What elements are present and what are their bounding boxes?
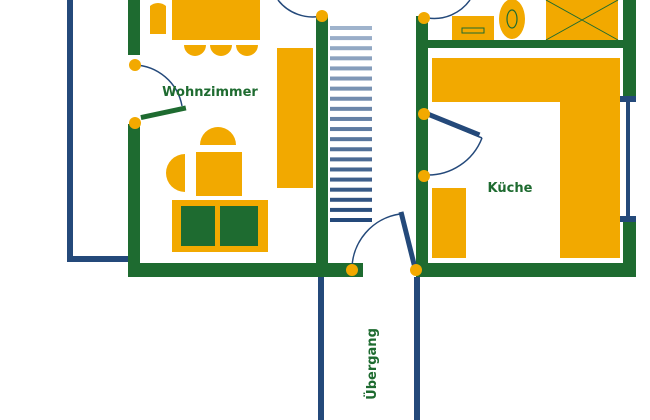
stair-tread [330,56,372,61]
room-label-kitchen: Küche [488,181,533,196]
door-leaf-passage [398,211,418,269]
dining-table [172,0,260,40]
kitchen-walls [416,0,636,277]
stair-tread [330,46,372,51]
stair-tread [330,96,372,101]
stair-tread [330,66,372,71]
stair-tread [330,218,372,222]
stair-tread [330,26,372,30]
stair-tread [330,207,372,212]
stair-tread [330,157,372,162]
door-swing-bathroom [427,0,471,20]
stair-tread [330,36,372,41]
stair-tread [330,137,372,142]
coffee-table [196,152,242,196]
sideboard [277,48,313,188]
stair-tread [330,86,372,91]
door-swing-top-left [277,0,323,18]
stair-tread [330,167,372,172]
door-swing-passage [351,213,401,271]
toilet-icon [499,0,525,39]
staircase [330,26,372,222]
stair-tread [330,187,372,192]
sofa-cushions [181,206,258,246]
dining-chair-3 [236,45,258,56]
stair-tread [330,106,372,111]
kitchen-cabinet [432,188,466,258]
living-room-walls [128,0,363,277]
door-leaf-kitchen [422,110,481,138]
stair-tread [330,76,372,81]
kitchen-fittings [432,58,620,258]
bathroom-fixtures [452,0,619,41]
stair-tread [330,147,372,152]
stair-tread [330,127,372,132]
room-label-passage: Übergang [364,328,380,400]
armchair-top [200,127,236,145]
stair-tread [330,177,372,182]
dining-chair-2 [210,45,232,56]
dining-chair-left [150,2,166,34]
stair-tread [330,116,372,121]
armchair-left [166,154,185,192]
door-hinges [129,10,430,276]
outer-outline [67,0,636,420]
stair-tread [330,197,372,202]
door-swing-kitchen-arc [425,137,483,176]
door-swing-living [133,64,183,107]
kitchen-counter [432,58,620,258]
room-label-living: Wohnzimmer [162,85,258,100]
dining-chair-1 [184,45,206,56]
